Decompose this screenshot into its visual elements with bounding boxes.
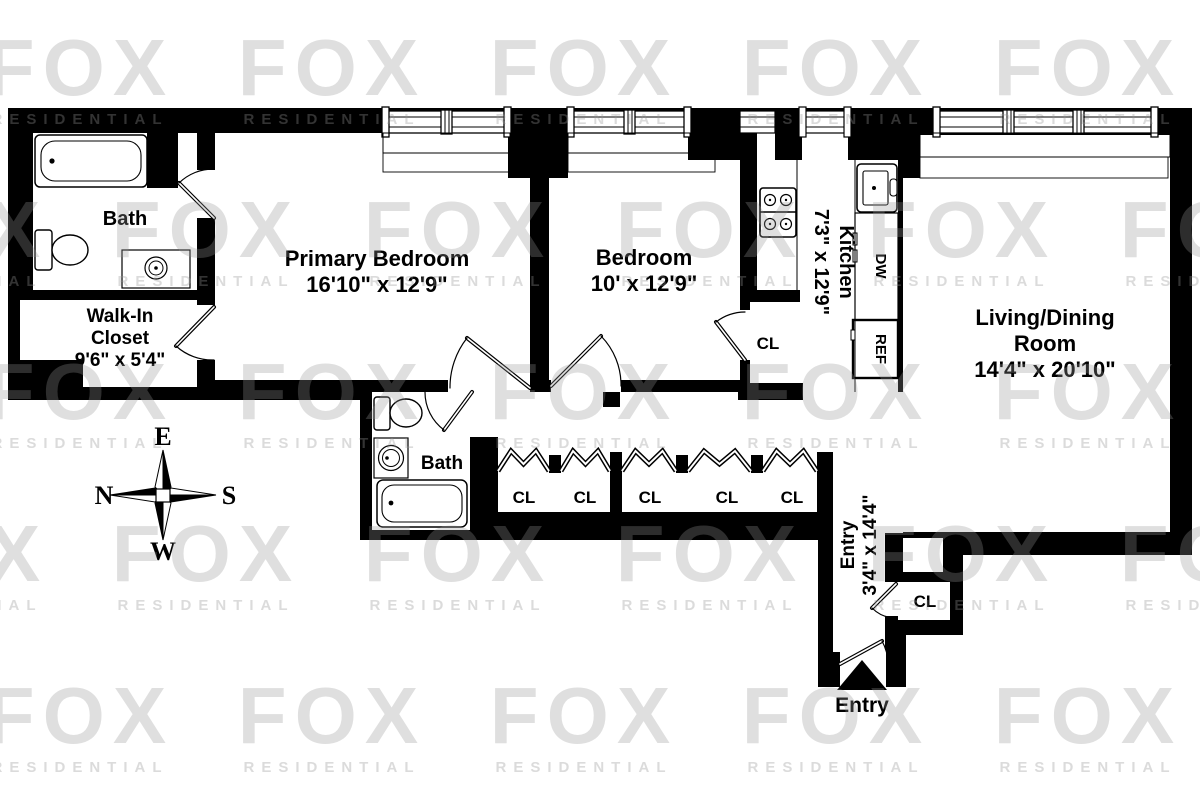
bifold-doors: [495, 446, 820, 473]
bath-top-door: [177, 168, 216, 220]
entry-door: [838, 639, 889, 666]
bedroom-window: [566, 106, 716, 173]
compass-e: E: [154, 422, 171, 451]
bath-lower-door: [424, 390, 474, 432]
compass-n: N: [95, 481, 114, 510]
primary-door-opening: [448, 380, 530, 392]
hall-floor: [470, 392, 903, 452]
living-dining-label-2: Room: [1014, 331, 1076, 356]
entry-corridor-label: Entry: [838, 520, 859, 569]
dishwasher-label: DW: [872, 254, 889, 280]
hall-closet-label-3: CL: [639, 488, 662, 507]
entry-corridor-floor: [833, 452, 885, 652]
room-floors: [20, 133, 1170, 687]
entry-closet-door: [870, 582, 898, 619]
bedroom-door-opening: [551, 380, 621, 392]
bifold-anchor: [676, 455, 688, 473]
living-dining-floor: [903, 135, 1170, 532]
bedroom-floor: [549, 133, 740, 380]
kitchen-hall-opening: [803, 380, 848, 392]
primary-bedroom-door: [449, 336, 532, 390]
entry-niche: [903, 538, 943, 572]
toilet-icon: [34, 229, 89, 271]
sink-lower-icon: [373, 437, 409, 479]
primary-bedroom-window: [381, 106, 529, 173]
bedroom-closet-door: [714, 311, 747, 362]
entry-closet-floor: [898, 582, 950, 620]
entry-arrow: [837, 660, 887, 690]
living-dining-dims: 14'4" x 20'10": [974, 357, 1115, 382]
bedroom-dims: 10' x 12'9": [591, 271, 698, 296]
walk-in-door: [174, 305, 216, 361]
stove-icon: [759, 187, 797, 238]
bifold-anchor: [751, 455, 763, 473]
compass-rose: E N S W: [95, 422, 237, 566]
bedroom-closet-label: CL: [757, 334, 780, 353]
bath-top-label: Bath: [103, 208, 147, 230]
corridor-living-junction: [885, 452, 903, 533]
walk-in-closet-floor: [20, 300, 197, 387]
primary-bedroom-dims: 16'10" x 12'9": [306, 272, 447, 297]
hall-closet-label-5: CL: [781, 488, 804, 507]
entry-corridor-dims: 3'4" x 14'4": [860, 494, 881, 595]
living-dining-window: [919, 106, 1171, 179]
kitchen-window-small: [739, 110, 776, 134]
windows: [381, 106, 1171, 179]
walk-in-label-1: Walk-In: [87, 306, 154, 327]
entry-closet-label: CL: [914, 592, 937, 611]
bathtub-icon: [34, 134, 148, 188]
refrigerator: [850, 318, 900, 380]
doors: [174, 168, 898, 666]
fixtures: [34, 134, 900, 528]
kitchen-dims: 7'3" x 12'9": [810, 209, 832, 315]
bedroom-label: Bedroom: [596, 245, 693, 270]
primary-bedroom-floor: [215, 133, 530, 380]
sink-icon: [121, 249, 191, 289]
wall-overlays: [147, 108, 920, 512]
hall-closet-label-1: CL: [513, 488, 536, 507]
bedroom-closet-floor: [750, 302, 787, 383]
walk-in-label-2: Closet: [91, 328, 150, 349]
walk-in-dims: 9'6" x 5'4": [75, 350, 165, 371]
bedroom-closet-door-opening: [740, 310, 750, 360]
compass-w: W: [150, 537, 176, 566]
entry-marker-label: Entry: [835, 694, 889, 717]
bifold-anchor: [549, 455, 561, 473]
living-dining-label-1: Living/Dining: [975, 305, 1114, 330]
kitchen-sink-icon: [856, 163, 898, 213]
hall-closet-label-2: CL: [574, 488, 597, 507]
hall-closet-label-4: CL: [716, 488, 739, 507]
kitchen-label: Kitchen: [835, 225, 857, 298]
bath-lower-label: Bath: [421, 453, 463, 474]
compass-s: S: [222, 481, 236, 510]
kitchen-window: [798, 106, 852, 138]
room-labels: Bath Walk-In Closet 9'6" x 5'4" Primary …: [75, 208, 1116, 717]
refrigerator-label: REF: [872, 334, 889, 364]
primary-bedroom-label: Primary Bedroom: [285, 246, 470, 271]
toilet-lower-icon: [373, 396, 423, 431]
bathtub-lower-icon: [376, 479, 468, 528]
bedroom-door: [549, 334, 622, 388]
